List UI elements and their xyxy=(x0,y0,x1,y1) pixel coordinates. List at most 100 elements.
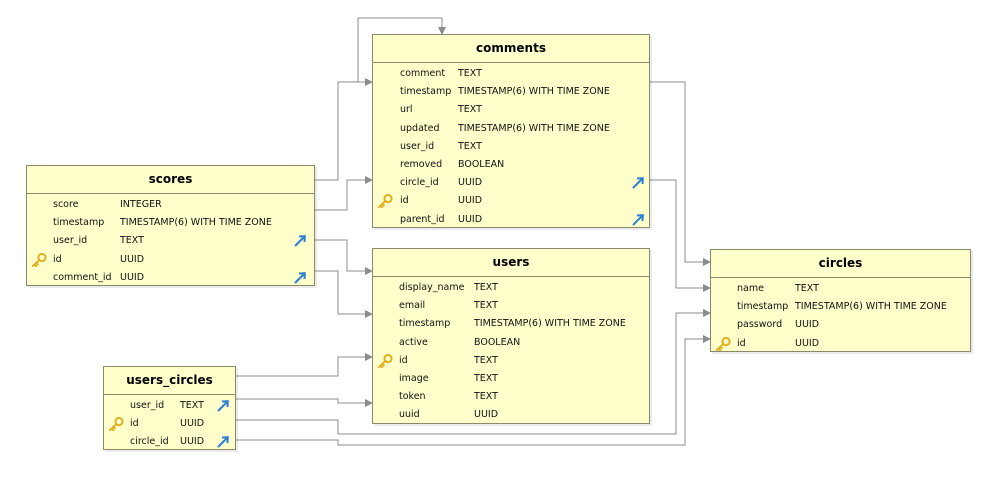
column-type: TIMESTAMP(6) WITH TIME ZONE xyxy=(458,122,610,134)
column-row[interactable]: active BOOLEAN xyxy=(373,334,649,352)
column-row[interactable]: user_id TEXT xyxy=(373,138,649,156)
column-name: parent_id xyxy=(400,213,445,225)
column-row[interactable]: timestamp TIMESTAMP(6) WITH TIME ZONE xyxy=(373,315,649,333)
column-row[interactable]: token TEXT xyxy=(373,388,649,406)
primary-key-icon xyxy=(108,417,124,432)
column-name: user_id xyxy=(53,235,88,247)
edge-scores-to-comments-top xyxy=(315,78,373,181)
column-name: active xyxy=(399,336,428,348)
table-title: comments xyxy=(373,35,649,63)
column-name: id xyxy=(737,337,746,349)
foreign-key-icon xyxy=(293,234,307,248)
column-name: name xyxy=(737,283,764,294)
column-type: TEXT xyxy=(458,104,482,116)
primary-key-icon xyxy=(377,194,393,209)
edge-comments-to-circles-1 xyxy=(650,81,711,266)
column-type: UUID xyxy=(120,253,145,265)
column-row[interactable]: url TEXT xyxy=(373,101,649,119)
column-row[interactable]: parent_id UUID xyxy=(373,211,649,229)
table-circles[interactable]: circles name TEXT timestamp TIMESTAMP(6) WI… xyxy=(710,249,971,352)
column-type: TEXT xyxy=(474,300,498,312)
column-name: id xyxy=(400,195,409,207)
column-row[interactable]: user_id TEXT xyxy=(27,232,314,250)
column-name: timestamp xyxy=(400,86,452,98)
column-name: id xyxy=(130,418,139,430)
column-name: updated xyxy=(400,122,440,134)
column-row[interactable]: name TEXT xyxy=(711,280,970,298)
edge-scores-to-comments-circle xyxy=(315,176,373,211)
edge-uc-to-users-1 xyxy=(236,353,373,377)
column-type: TIMESTAMP(6) WITH TIME ZONE xyxy=(795,301,947,313)
column-name: removed xyxy=(400,158,443,170)
column-name: url xyxy=(400,104,413,116)
primary-key-icon xyxy=(715,336,731,351)
column-type: UUID xyxy=(180,418,205,430)
foreign-key-icon xyxy=(216,435,230,449)
column-row[interactable]: timestamp TIMESTAMP(6) WITH TIME ZONE xyxy=(373,83,649,101)
column-name: password xyxy=(737,319,783,331)
column-type: INTEGER xyxy=(120,199,162,210)
column-row[interactable]: updated TIMESTAMP(6) WITH TIME ZONE xyxy=(373,120,649,138)
edge-scores-to-users-1 xyxy=(315,239,373,275)
column-type: TIMESTAMP(6) WITH TIME ZONE xyxy=(474,318,626,330)
column-name: comment xyxy=(400,68,446,79)
column-type: TEXT xyxy=(474,391,498,403)
column-type: TEXT xyxy=(474,282,498,293)
table-title: circles xyxy=(711,250,970,278)
column-name: timestamp xyxy=(53,217,105,229)
column-type: TEXT xyxy=(120,235,144,247)
column-name: timestamp xyxy=(399,318,451,330)
table-title: users xyxy=(373,249,649,277)
foreign-key-icon xyxy=(293,271,307,285)
column-name: uuid xyxy=(399,409,420,421)
column-name: timestamp xyxy=(737,301,789,313)
column-row[interactable]: id UUID xyxy=(373,192,649,210)
column-type: BOOLEAN xyxy=(474,336,521,348)
column-type: TIMESTAMP(6) WITH TIME ZONE xyxy=(458,86,610,98)
edge-scores-to-users-2 xyxy=(315,270,373,318)
column-type: TEXT xyxy=(474,372,498,384)
column-row[interactable]: id UUID xyxy=(711,335,970,353)
column-type: TEXT xyxy=(474,354,498,366)
column-row[interactable]: id UUID xyxy=(104,415,235,433)
column-type: UUID xyxy=(458,213,483,225)
column-type: TEXT xyxy=(795,283,819,294)
column-type: UUID xyxy=(458,195,483,207)
column-name: token xyxy=(399,391,426,403)
column-type: UUID xyxy=(795,319,820,331)
column-name: user_id xyxy=(400,140,435,152)
column-row[interactable]: timestamp TIMESTAMP(6) WITH TIME ZONE xyxy=(27,214,314,232)
column-row[interactable]: timestamp TIMESTAMP(6) WITH TIME ZONE xyxy=(711,298,970,316)
column-name: display_name xyxy=(399,282,465,293)
edge-comments-to-circles-2 xyxy=(650,179,711,292)
column-type: UUID xyxy=(458,177,483,189)
edge-uc-to-circles-2 xyxy=(236,335,711,446)
column-row[interactable]: image TEXT xyxy=(373,370,649,388)
column-row[interactable]: password UUID xyxy=(711,316,970,334)
column-type: TEXT xyxy=(458,140,482,152)
column-name: circle_id xyxy=(130,436,169,448)
column-type: UUID xyxy=(795,337,820,349)
edge-uc-to-users-2 xyxy=(236,398,373,407)
primary-key-icon xyxy=(31,252,47,267)
column-row[interactable]: display_name TEXT xyxy=(373,279,649,297)
column-type: TIMESTAMP(6) WITH TIME ZONE xyxy=(120,217,272,229)
edge-comments-self xyxy=(357,17,446,82)
column-name: image xyxy=(399,372,429,384)
